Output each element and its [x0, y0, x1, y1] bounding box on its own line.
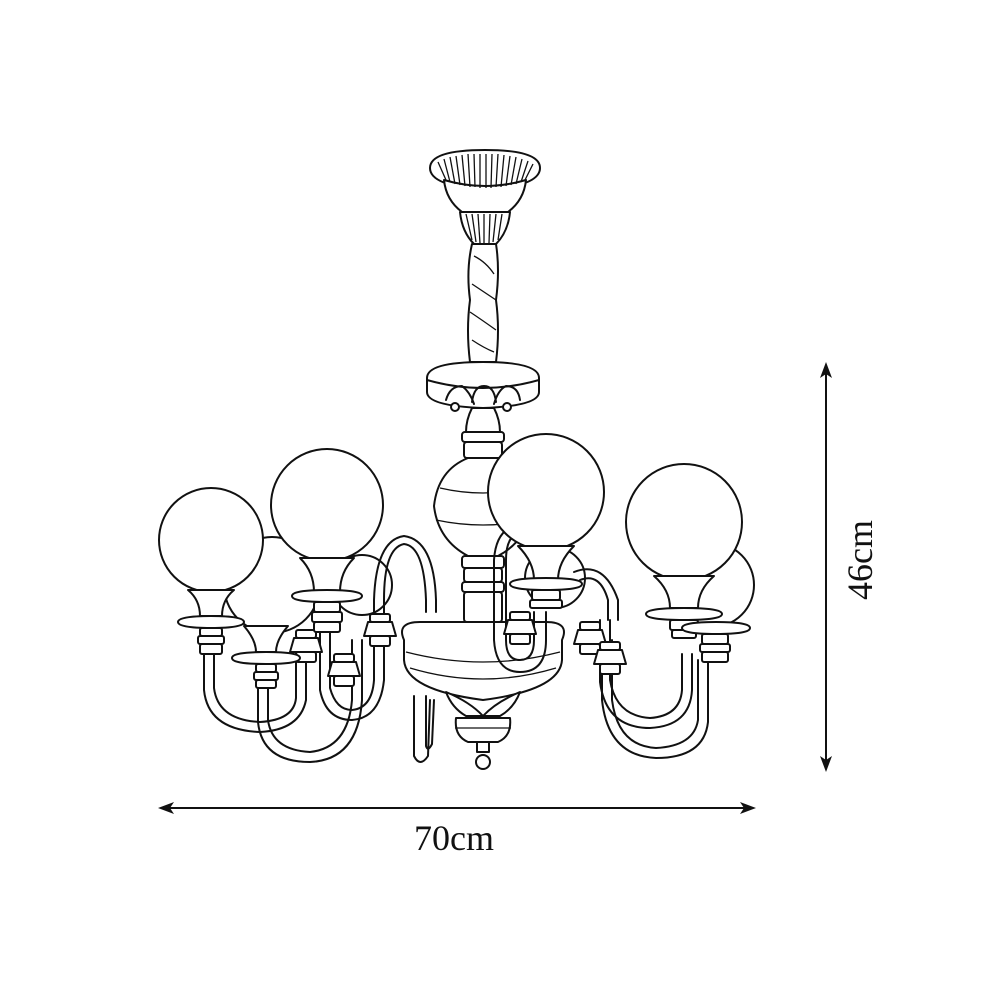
arrow-right-icon [740, 802, 756, 814]
globe-cup-right-back [681, 621, 751, 663]
globe-lamp-right-center [487, 433, 605, 609]
bowl-body [401, 621, 565, 770]
front-arms [203, 523, 693, 733]
globe-lamp-left-outer [158, 487, 264, 655]
globe-lamp-right-outer [625, 463, 743, 639]
arrow-up-icon [820, 362, 832, 378]
arrow-down-icon [820, 756, 832, 772]
height-dimension-line [820, 362, 832, 772]
height-dimension-label: 46cm [840, 520, 880, 600]
width-dimension-line [158, 802, 756, 814]
arrow-left-icon [158, 802, 174, 814]
arm-knuckles [289, 611, 627, 687]
twisted-rod [467, 243, 499, 363]
globe-cup-left-back [231, 625, 301, 689]
width-dimension-label: 70cm [414, 818, 494, 858]
globe-lamp-left-center [270, 448, 384, 633]
ceiling-canopy [429, 149, 541, 245]
upper-collar [426, 361, 540, 412]
